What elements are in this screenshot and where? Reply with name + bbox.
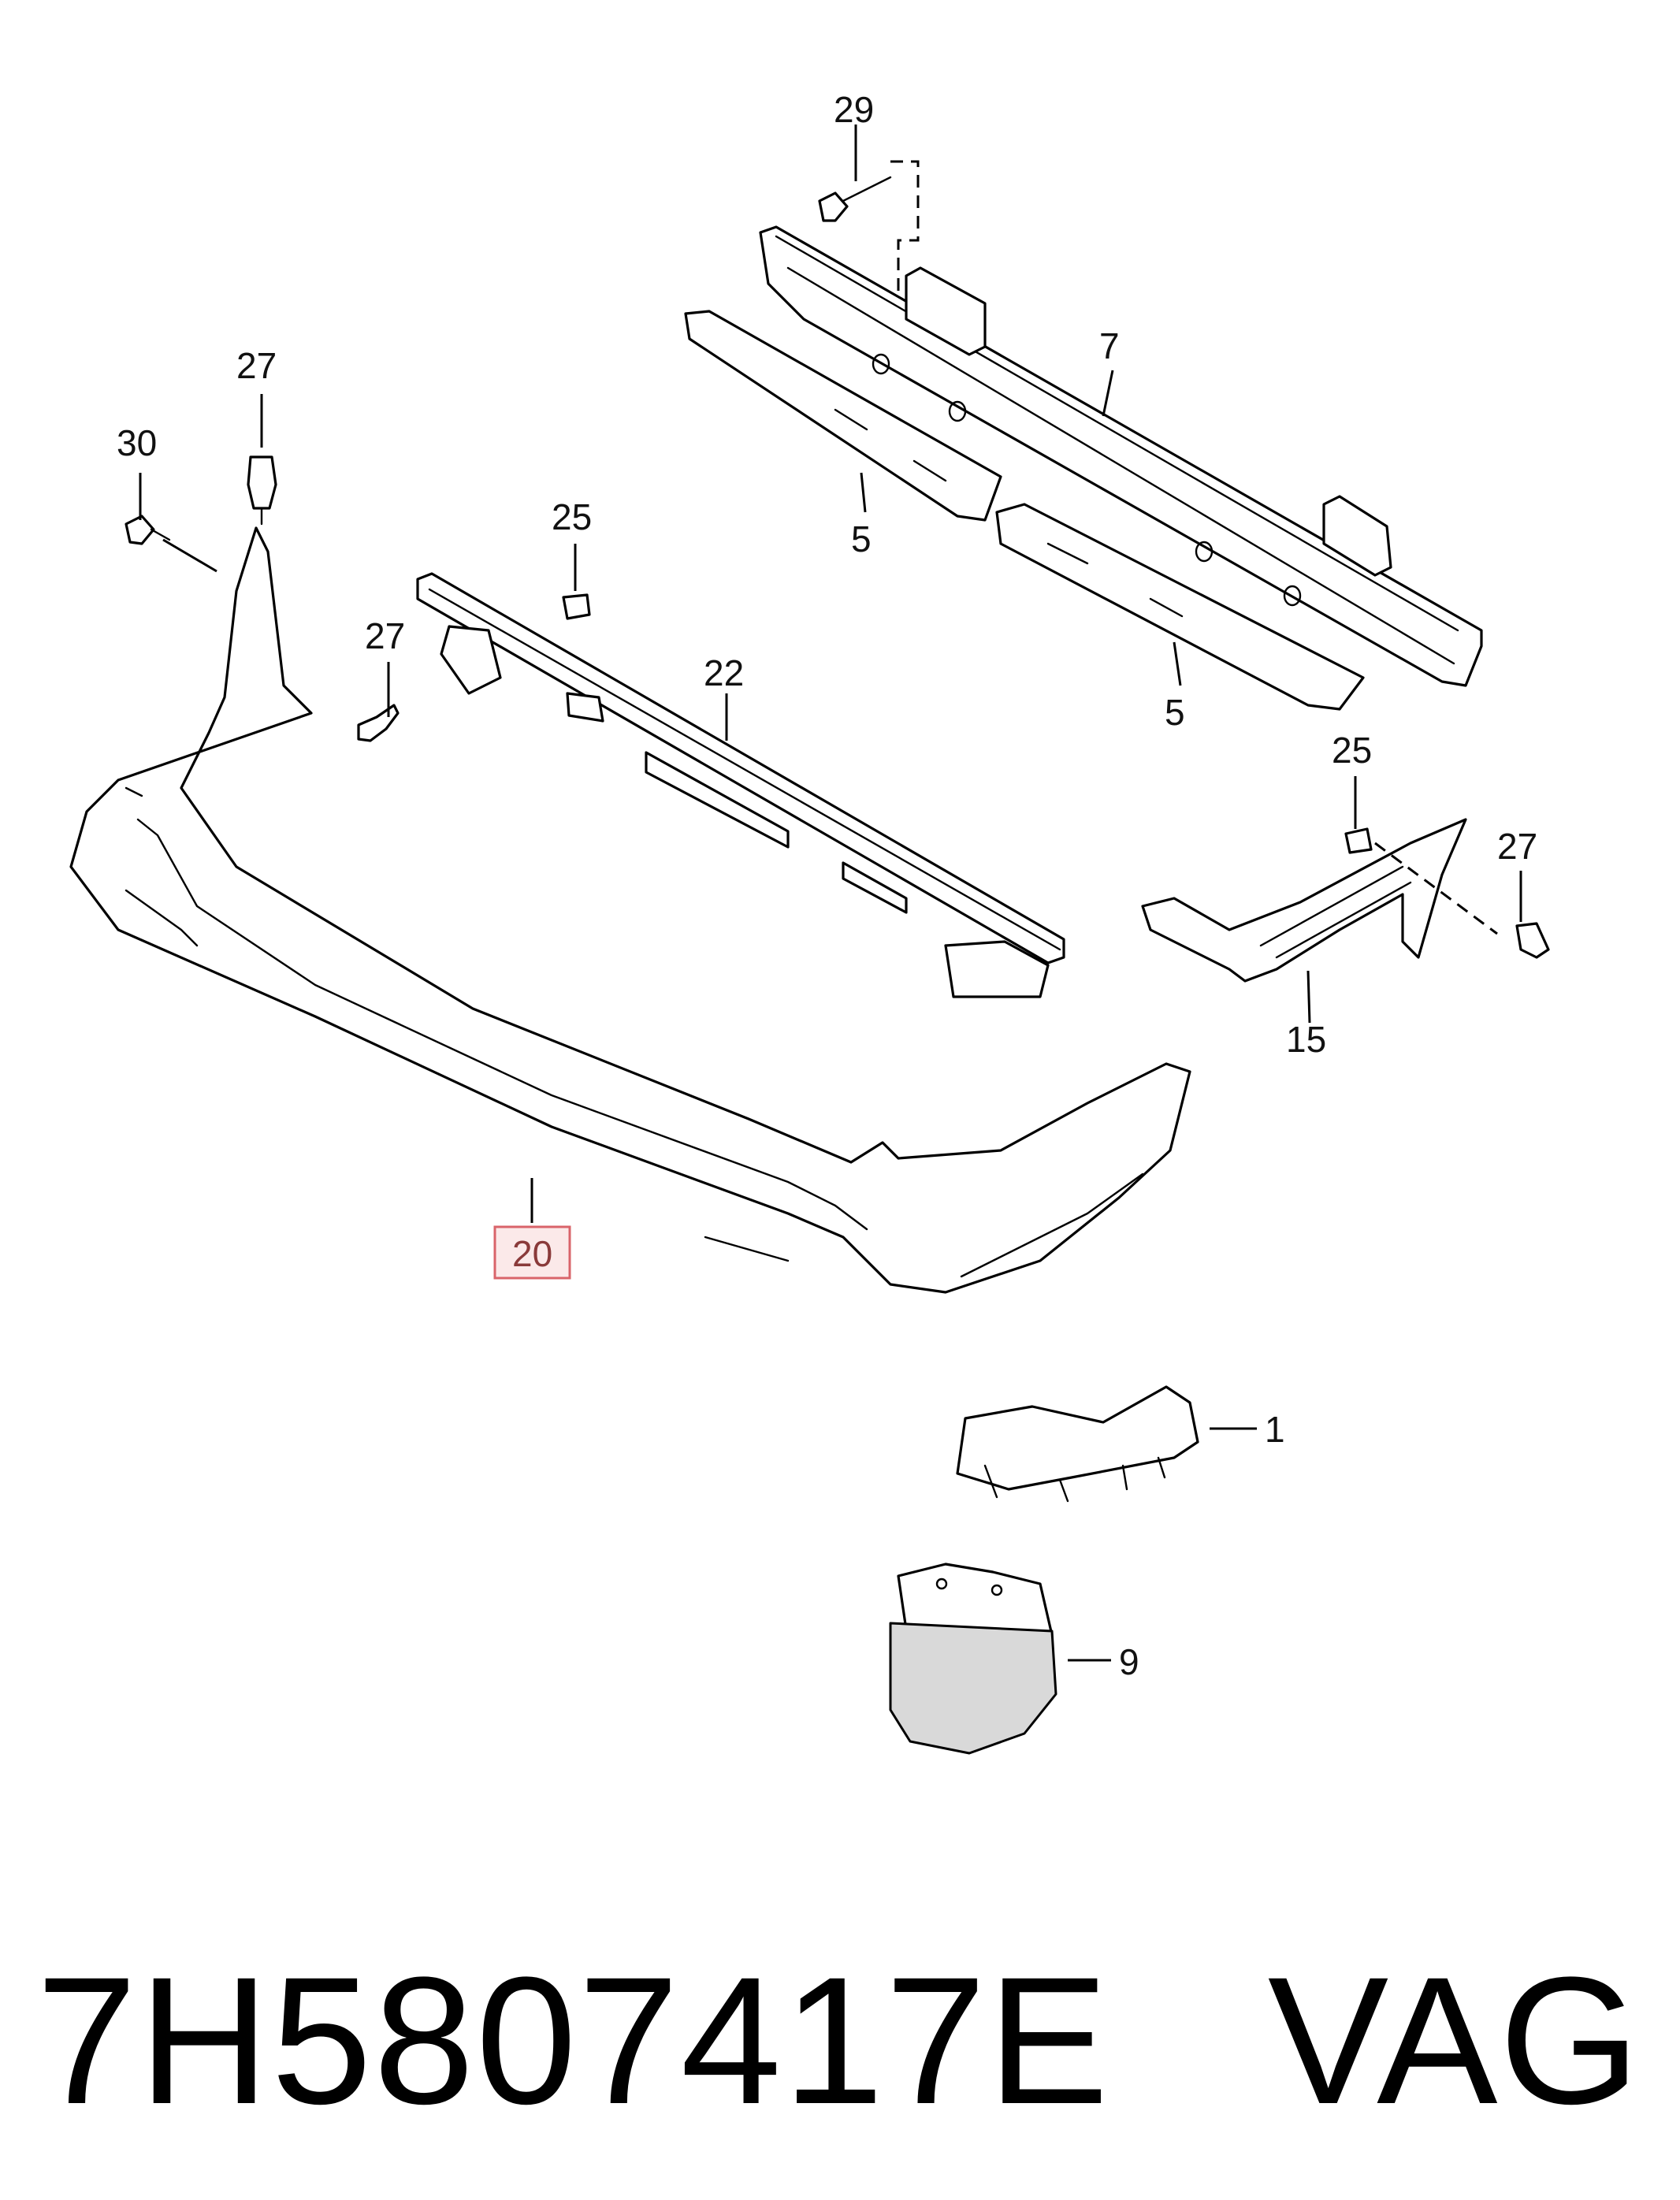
callout-27-top: 27 <box>236 345 277 386</box>
callout-7: 7 <box>1099 325 1120 366</box>
end-cap-part-9 <box>889 1563 1057 1755</box>
callout-30: 30 <box>117 422 157 463</box>
callout-20-highlight <box>493 1225 571 1280</box>
nut-part-25-right <box>1344 827 1373 854</box>
part-number: 7H5807417E <box>36 1939 1110 2142</box>
absorber-strip-part-5 <box>684 310 1365 711</box>
callout-29: 29 <box>834 89 874 130</box>
callout-27-left: 27 <box>365 615 405 656</box>
leader-lines <box>139 124 1522 1662</box>
callout-9: 9 <box>1119 1641 1139 1682</box>
reinforcement-beam-part-7 <box>759 225 1483 687</box>
clip-part-27-left <box>357 704 400 742</box>
brand-name: VAG <box>1267 1939 1642 2142</box>
trim-cover-part-1 <box>956 1385 1199 1503</box>
bracket-rail-part-22 <box>416 572 1065 998</box>
bumper-cover-part-20 <box>69 526 1191 1294</box>
callout-1: 1 <box>1265 1409 1285 1450</box>
callout-5-upper: 5 <box>851 518 872 559</box>
side-bracket-part-15 <box>1141 818 1467 983</box>
callout-20: 20 <box>512 1233 552 1274</box>
part-number-caption: 7H5807417E VAG <box>36 1931 1644 2151</box>
callout-15: 15 <box>1286 1019 1326 1060</box>
callout-22: 22 <box>704 652 744 693</box>
clip-part-27-right <box>1515 922 1550 959</box>
nut-part-25-left <box>562 593 591 620</box>
callout-5-lower: 5 <box>1165 692 1185 733</box>
callout-27-right: 27 <box>1497 826 1537 867</box>
bolt-part-30 <box>125 515 171 545</box>
callout-25-right: 25 <box>1332 730 1372 771</box>
clip-part-27-top <box>247 455 277 526</box>
callout-labels: 29 7 5 5 27 30 25 27 22 25 27 15 20 1 9 <box>117 89 1537 1682</box>
callout-25-left: 25 <box>552 496 592 537</box>
bolt-part-29 <box>818 176 892 222</box>
